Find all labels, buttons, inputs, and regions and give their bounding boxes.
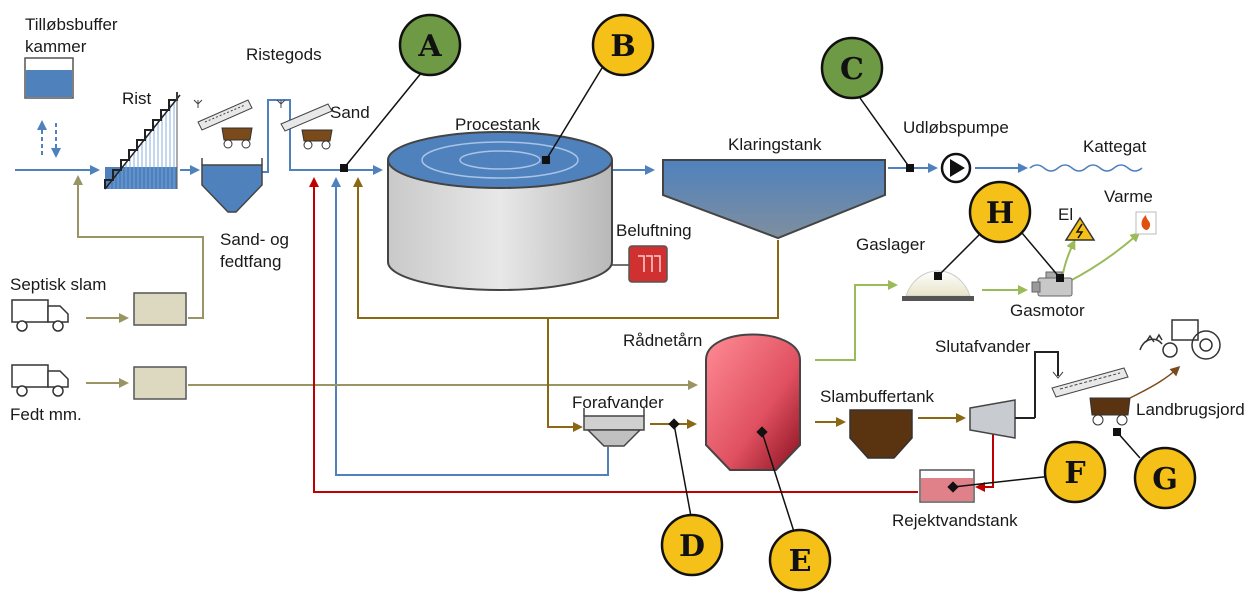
- septic-line: [73, 175, 698, 390]
- grease-tank: [133, 366, 187, 400]
- badge-c-letter: C: [840, 52, 864, 87]
- grit-trap-label: Sand- og: [220, 230, 289, 249]
- clarifier-label: Klaringstank: [728, 135, 822, 154]
- screen-unit: [104, 92, 181, 190]
- badge-f: F: [1043, 440, 1107, 504]
- badge-g: G: [1133, 446, 1197, 510]
- electricity-icon: [1064, 216, 1096, 241]
- farmland-label: Landbrugsjord: [1136, 400, 1245, 419]
- sand-conveyor: [276, 99, 333, 132]
- wave-icon: [1029, 164, 1143, 172]
- electricity-label: El: [1058, 205, 1073, 224]
- heat-label: Varme: [1104, 187, 1153, 206]
- gas-engine-label: Gasmotor: [1010, 301, 1085, 320]
- sludge-buffer-tank: [849, 409, 913, 459]
- pre-dewaterer: [583, 408, 645, 447]
- reject-line: [309, 177, 994, 493]
- badge-h: H: [968, 180, 1032, 244]
- sludge-line: [353, 177, 966, 432]
- clarifier: [662, 159, 886, 240]
- outlet-pump-label: Udløbspumpe: [903, 118, 1009, 137]
- badge-d: D: [660, 513, 724, 577]
- reject-tank-label: Rejektvandstank: [892, 511, 1018, 530]
- truck-icon: [11, 299, 69, 332]
- badge-a: A: [398, 13, 462, 77]
- truck-icon: [11, 364, 69, 397]
- tractor-icon: [1139, 319, 1221, 360]
- flame-icon: [1135, 211, 1157, 235]
- sludge-cart: [1089, 397, 1131, 426]
- process-tank: [387, 131, 613, 291]
- sludge-buffer-label: Slambuffertank: [820, 387, 935, 406]
- inlet-buffer-label-2: kammer: [25, 37, 87, 56]
- conveyor-icon: [1051, 367, 1129, 398]
- septic-tank: [133, 292, 187, 326]
- badge-a-letter: A: [417, 29, 442, 64]
- inlet-buffer-label: Tilløbsbuffer: [25, 15, 118, 34]
- sand-cart: [301, 129, 333, 150]
- badge-g-letter: G: [1152, 462, 1178, 497]
- grit-trap: [201, 158, 263, 213]
- farmland-arrow: [1129, 365, 1181, 399]
- digester-label: Rådnetårn: [623, 331, 702, 350]
- badge-e-letter: E: [789, 544, 812, 579]
- badge-f-letter: F: [1064, 456, 1085, 491]
- badge-h-letter: H: [986, 196, 1014, 231]
- gas-storage-label: Gaslager: [856, 235, 925, 254]
- pump-icon[interactable]: [940, 152, 972, 184]
- grit-trap-label-2: fedtfang: [220, 252, 281, 271]
- kattegat-label: Kattegat: [1083, 137, 1147, 156]
- screenings-cart: [221, 127, 253, 149]
- aeration-unit: [612, 245, 668, 283]
- conveyor-icon: [193, 99, 253, 131]
- badge-c: C: [820, 36, 884, 100]
- leader-endpoints: [340, 156, 1121, 493]
- badge-b-letter: B: [610, 29, 635, 64]
- sand-label: Sand: [330, 103, 370, 122]
- badge-b: B: [591, 13, 655, 77]
- gas-storage-dome: [902, 270, 974, 301]
- aeration-label: Beluftning: [616, 221, 692, 240]
- final-dewaterer: [969, 351, 1059, 439]
- digester: [705, 333, 801, 471]
- grease-label: Fedt mm.: [10, 405, 82, 424]
- inlet-buffer-tank: [24, 57, 74, 99]
- badge-e: E: [768, 528, 832, 592]
- septic-label: Septisk slam: [10, 275, 106, 294]
- pre-dewaterer-label: Forafvander: [572, 393, 664, 412]
- screenings-label: Ristegods: [246, 45, 322, 64]
- final-dewaterer-label: Slutafvander: [935, 337, 1031, 356]
- process-tank-label: Procestank: [455, 115, 541, 134]
- badge-d-letter: D: [679, 529, 705, 564]
- screen-label: Rist: [122, 89, 152, 108]
- gas-engine: [1031, 271, 1073, 297]
